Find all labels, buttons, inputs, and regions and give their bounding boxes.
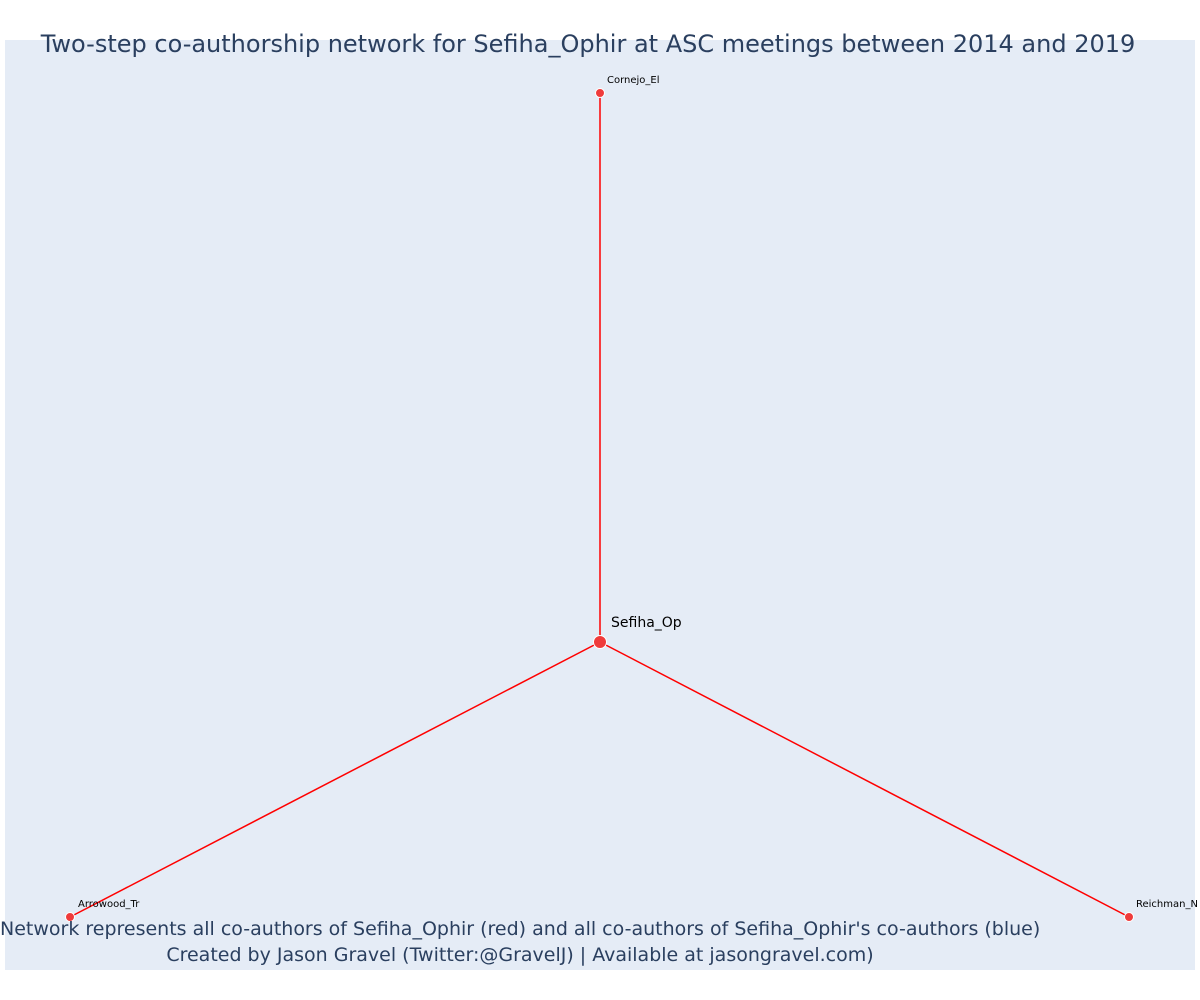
edge-center-left	[69, 641, 601, 918]
node-label: Arrowood_Tr	[78, 899, 140, 910]
node-label: Reichman_N	[1136, 899, 1198, 910]
caption-line-1: Network represents all co-authors of Sef…	[0, 918, 1041, 940]
edges-layer	[69, 93, 1130, 918]
node-label: Sefiha_Op	[611, 615, 682, 631]
node-top[interactable]: Cornejo_El	[595, 75, 660, 98]
node-center[interactable]: Sefiha_Op	[593, 615, 682, 649]
node-marker[interactable]	[65, 912, 75, 922]
node-left[interactable]: Arrowood_Tr	[65, 899, 141, 922]
caption-line-2: Created by Jason Gravel (Twitter:@Gravel…	[166, 944, 874, 966]
node-marker[interactable]	[595, 88, 605, 98]
figure-title: Two-step co-authorship network for Sefih…	[40, 30, 1136, 58]
edge-center-right	[599, 641, 1130, 918]
node-marker[interactable]	[593, 635, 607, 649]
node-label: Cornejo_El	[607, 75, 660, 86]
node-marker[interactable]	[1124, 912, 1134, 922]
node-right[interactable]: Reichman_N	[1124, 899, 1198, 922]
